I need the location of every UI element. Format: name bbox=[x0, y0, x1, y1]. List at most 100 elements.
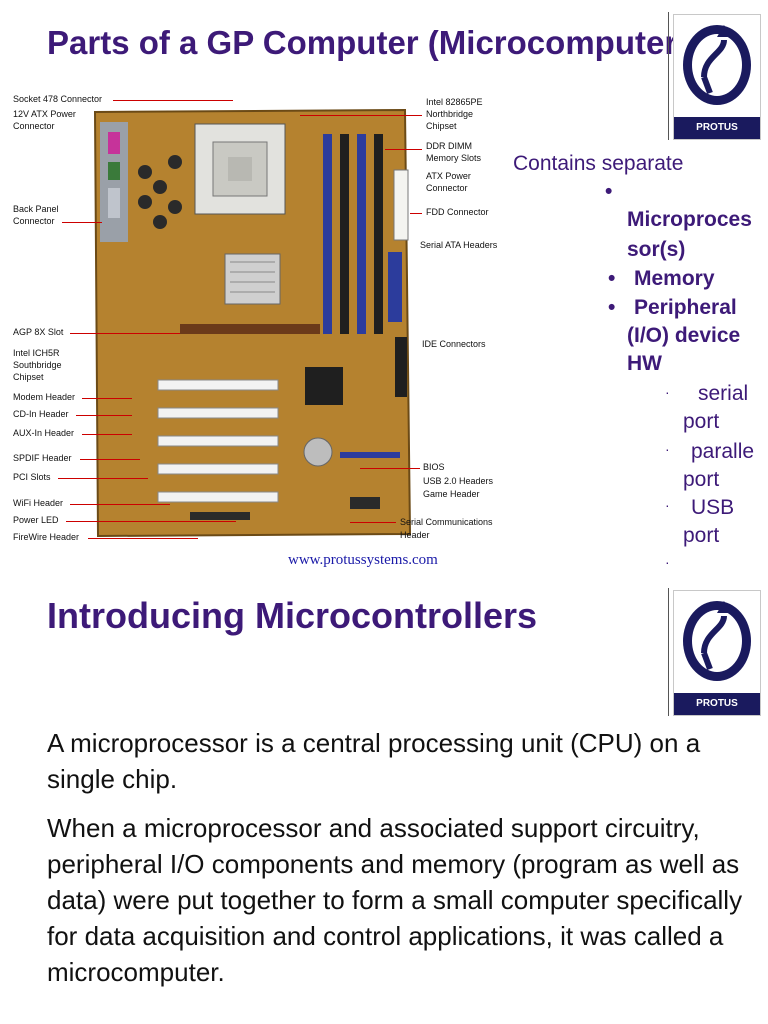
label-wifi-header: WiFi Header bbox=[13, 498, 64, 508]
label-12v-atx-power-2: Connector bbox=[13, 121, 55, 131]
bullet-peripheral: Peripheral bbox=[634, 296, 737, 319]
pci-slot-2 bbox=[157, 407, 279, 419]
sub-bullet-usb: USB bbox=[691, 496, 735, 519]
leader-line bbox=[385, 149, 422, 150]
leader-line bbox=[300, 115, 422, 116]
slide-title: Parts of a GP Computer (Microcomputer) bbox=[47, 24, 689, 61]
label-modem-header: Modem Header bbox=[13, 392, 76, 402]
label-aux-in-header: AUX-In Header bbox=[13, 428, 75, 438]
pci-slot-4 bbox=[157, 463, 279, 475]
leader-line bbox=[350, 522, 396, 523]
contains-heading: Contains separate bbox=[513, 152, 684, 175]
label-ddr-dimm: DDR DIMM bbox=[426, 141, 472, 151]
label-agp-slot: AGP 8X Slot bbox=[13, 327, 64, 337]
slide-introducing-microcontrollers: Introducing Microcontrollers PROTUS SYST… bbox=[0, 580, 768, 1024]
website-link[interactable]: www.protussystems.com bbox=[288, 552, 438, 568]
sub-bullet-dot: · bbox=[665, 497, 670, 513]
sub-bullet-parallel: paralle bbox=[691, 440, 755, 463]
bullet-dot: • bbox=[608, 296, 616, 319]
sub-bullet-dot: · bbox=[665, 384, 670, 400]
dimm-slot-1 bbox=[323, 134, 332, 334]
southbridge-chip bbox=[305, 367, 343, 405]
label-back-panel: Back Panel bbox=[13, 204, 59, 214]
leader-line bbox=[113, 100, 233, 101]
divider-line bbox=[668, 12, 669, 140]
dimm-slot-4 bbox=[374, 134, 383, 334]
leader-line bbox=[76, 415, 132, 416]
header-strip bbox=[340, 452, 400, 458]
label-fdd-connector: FDD Connector bbox=[426, 207, 489, 217]
logo-wordmark: PROTUS SYSTEMS bbox=[674, 693, 760, 731]
label-pci-slots: PCI Slots bbox=[13, 472, 51, 482]
label-ide-connectors: IDE Connectors bbox=[422, 339, 486, 349]
ide-connector-1 bbox=[388, 252, 402, 322]
label-intel-82865pe: Intel 82865PE bbox=[426, 97, 483, 107]
label-12v-atx-power: 12V ATX Power bbox=[13, 109, 76, 119]
bullet-microprocessor: Microproces bbox=[627, 208, 752, 231]
label-power-led: Power LED bbox=[13, 515, 59, 525]
bullet-microprocessor-2: sor(s) bbox=[627, 238, 686, 261]
protus-logo: PROTUS SYSTEMS bbox=[673, 14, 761, 155]
leader-line bbox=[410, 213, 422, 214]
label-usb-headers: USB 2.0 Headers bbox=[423, 476, 494, 486]
leader-line bbox=[82, 434, 132, 435]
leader-line bbox=[82, 398, 132, 399]
cmos-battery bbox=[303, 437, 333, 467]
slide-title: Introducing Microcontrollers bbox=[47, 595, 538, 636]
leader-line bbox=[66, 521, 236, 522]
label-game-header: Game Header bbox=[423, 489, 480, 499]
protus-logo-emblem bbox=[683, 601, 751, 681]
pci-slot-1 bbox=[157, 379, 279, 391]
divider-line bbox=[668, 588, 669, 716]
sub-bullet-dot: · bbox=[665, 554, 670, 570]
sub-bullet-dot: · bbox=[665, 441, 670, 457]
pci-slot-3 bbox=[157, 435, 279, 447]
label-ich5r-2: Southbridge bbox=[13, 360, 62, 370]
label-atx-power-2: Connector bbox=[426, 183, 468, 193]
label-northbridge: Northbridge bbox=[426, 109, 474, 119]
bullet-peripheral-3: HW bbox=[627, 352, 662, 375]
leader-line bbox=[58, 478, 148, 479]
label-ich5r-3: Chipset bbox=[13, 372, 44, 382]
pci-slot-5 bbox=[157, 491, 279, 503]
leader-line bbox=[70, 504, 170, 505]
protus-logo-emblem bbox=[683, 25, 751, 105]
label-bios: BIOS bbox=[423, 462, 445, 472]
leader-line bbox=[70, 333, 180, 334]
sub-bullet-usb-2: port bbox=[683, 524, 720, 547]
label-firewire-header: FireWire Header bbox=[13, 532, 80, 542]
motherboard-diagram bbox=[93, 108, 412, 538]
protus-logo: PROTUS SYSTEMS bbox=[673, 590, 761, 731]
ide-connector-2 bbox=[395, 337, 407, 397]
label-northbridge-chipset: Chipset bbox=[426, 121, 457, 131]
logo-wordmark: PROTUS SYSTEMS bbox=[674, 117, 760, 155]
bullet-memory: Memory bbox=[634, 267, 715, 290]
bullet-dot: • bbox=[605, 180, 613, 203]
paragraph-microcomputer: When a microprocessor and associated sup… bbox=[47, 813, 743, 987]
leader-line bbox=[80, 459, 140, 460]
label-ich5r: Intel ICH5R bbox=[13, 348, 60, 358]
label-atx-power: ATX Power bbox=[426, 171, 471, 181]
label-serial-comm: Serial Communications bbox=[400, 517, 493, 527]
leader-line bbox=[88, 538, 198, 539]
label-serial-comm-2: Header bbox=[400, 530, 430, 540]
label-serial-ata-headers: Serial ATA Headers bbox=[420, 240, 498, 250]
slide-parts-of-gp-computer: Parts of a GP Computer (Microcomputer) P… bbox=[13, 12, 761, 570]
atx-power-connector bbox=[393, 169, 409, 241]
leader-line bbox=[360, 468, 420, 469]
bullet-dot: • bbox=[608, 267, 616, 290]
leader-line bbox=[62, 222, 102, 223]
paragraph-microprocessor: A microprocessor is a central processing… bbox=[47, 728, 701, 794]
label-socket-478: Socket 478 Connector bbox=[13, 94, 103, 104]
sub-bullet-parallel-2: port bbox=[683, 468, 720, 491]
bullet-peripheral-2: (I/O) device bbox=[627, 324, 741, 347]
dimm-slot-3 bbox=[357, 134, 366, 334]
sub-bullet-serial: serial bbox=[698, 382, 749, 405]
label-cd-in-header: CD-In Header bbox=[13, 409, 69, 419]
label-back-panel-2: Connector bbox=[13, 216, 55, 226]
label-spdif-header: SPDIF Header bbox=[13, 453, 72, 463]
sub-bullet-serial-2: port bbox=[683, 410, 720, 433]
agp-slot bbox=[180, 324, 320, 334]
dimm-slot-2 bbox=[340, 134, 349, 334]
label-memory-slots: Memory Slots bbox=[426, 153, 482, 163]
